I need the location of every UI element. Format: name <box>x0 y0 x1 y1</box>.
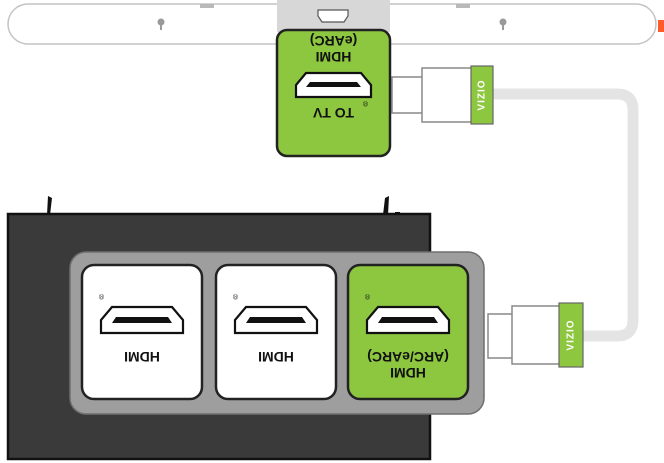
cable-connector-top: VIZIO <box>391 65 494 125</box>
registered-mark-icon: ® <box>362 99 368 107</box>
mount-pin-icon <box>499 18 507 30</box>
hdmi-port-icon <box>365 305 451 335</box>
soundbar-indicator <box>658 20 664 32</box>
registered-mark-icon: ® <box>98 292 104 300</box>
hdmi-port-icon <box>294 71 373 99</box>
soundbar-port-line2: HDMI <box>316 49 352 65</box>
soundbar-port-line1: TO TV <box>312 105 354 121</box>
tv-foot-tab <box>395 212 400 215</box>
tv-port-1-label: HDMI <box>124 349 160 365</box>
soundbar <box>7 0 664 45</box>
hdmi-port-icon <box>317 9 349 23</box>
soundbar-port-line3: (eARC) <box>310 33 357 49</box>
cable-brand-top: VIZIO <box>477 79 488 110</box>
mount-pin-icon <box>157 18 165 30</box>
soundbar-tab <box>456 4 470 8</box>
tv-foot <box>47 196 52 215</box>
tv-foot <box>383 196 389 215</box>
hdmi-port-icon <box>99 305 185 335</box>
tv-hdmi-port-3-arc: ® HDMI (ARC/eARC) <box>346 263 470 401</box>
soundbar-hdmi-earc-port: TO TV ® HDMI (eARC) <box>275 28 392 158</box>
cable-connector-bottom: VIZIO <box>487 302 584 368</box>
tv-hdmi-port-1: ® HDMI <box>80 263 204 401</box>
cable-cord <box>486 88 639 342</box>
cable-brand-bottom: VIZIO <box>566 319 577 350</box>
hdmi-port-icon <box>233 305 319 335</box>
tv-port-3-label-line2: (ARC/eARC) <box>367 349 449 365</box>
tv-port-3-label-line1: HDMI <box>390 365 426 381</box>
registered-mark-icon: ® <box>232 292 238 300</box>
tv: ® HDMI ® HDMI <box>6 196 485 461</box>
hdmi-cable: VIZIO VIZIO <box>391 65 639 368</box>
registered-mark-icon: ® <box>364 292 370 300</box>
tv-port-2-label: HDMI <box>258 349 294 365</box>
soundbar-tab <box>200 4 214 8</box>
tv-hdmi-port-2: ® HDMI <box>214 263 338 401</box>
